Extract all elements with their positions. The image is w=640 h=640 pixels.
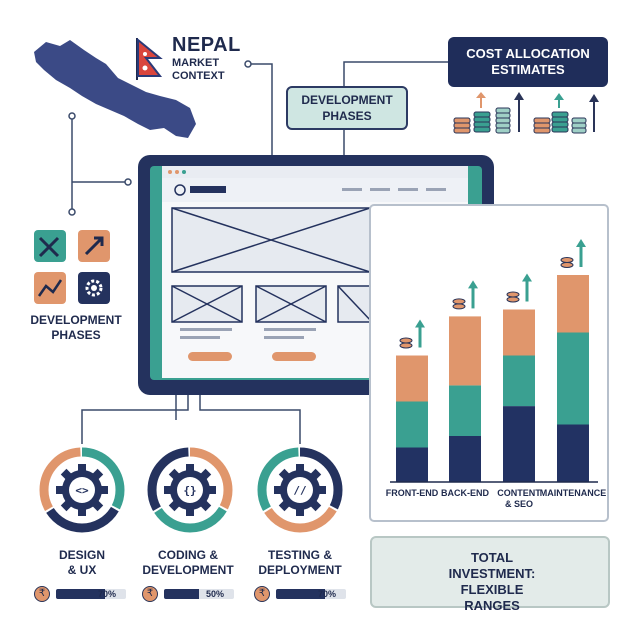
svg-text://: //	[293, 484, 307, 497]
phase-gear-icon: {}	[147, 447, 233, 533]
progress-bar	[56, 589, 126, 599]
growth-arrow-icon	[399, 319, 425, 349]
category-tick-label: CONTENT	[497, 488, 541, 498]
total-line1: TOTAL	[470, 550, 514, 565]
total-line3: FLEXIBLE RANGES	[460, 582, 524, 613]
development-phases-badge: DEVELOPMENT PHASES	[286, 86, 408, 130]
progress-bar	[276, 589, 346, 599]
phase-progress-row: ₹50%	[142, 586, 234, 602]
bar-segment	[396, 401, 428, 448]
rupee-coin-icon: ₹	[142, 586, 158, 602]
phase-progress-row: ₹70%	[34, 586, 126, 602]
phase-progress-row: ₹70%	[254, 586, 346, 602]
bar-segment	[557, 275, 589, 333]
category-tick-label: BACK-END	[441, 488, 489, 498]
rupee-coin-icon: ₹	[254, 586, 270, 602]
chart-panel	[369, 204, 609, 522]
progress-value: 70%	[98, 589, 117, 599]
total-investment-text: TOTAL INVESTMENT: FLEXIBLE RANGES	[438, 550, 546, 614]
phase-label-line1: TESTING &	[267, 548, 332, 562]
category-tick-label: & SEO	[505, 499, 533, 509]
phase-label-testing: TESTING & DEPLOYMENT	[240, 548, 360, 578]
page-subtitle: MARKET CONTEXT	[172, 57, 225, 82]
phase-label-line2: & UX	[67, 563, 97, 577]
growth-arrow-icon	[560, 239, 586, 268]
total-line2: INVESTMENT:	[448, 566, 536, 581]
nepal-map-icon	[34, 40, 196, 138]
bar-segment	[557, 424, 589, 482]
bar-segment	[449, 385, 481, 436]
bar-segment	[503, 309, 535, 356]
growth-arrow-icon	[506, 273, 532, 303]
phase-label-line1: CODING &	[158, 548, 218, 562]
cost-allocation-badge: COST ALLOCATION ESTIMATES	[448, 37, 608, 87]
bar-segment	[449, 436, 481, 482]
nepal-flag-icon	[136, 37, 163, 80]
progress-value: 50%	[206, 589, 225, 599]
progress-bar	[164, 589, 234, 599]
browser-mockup	[138, 155, 494, 395]
phase-label-line2: DEPLOYMENT	[258, 563, 342, 577]
bar-segment	[503, 406, 535, 482]
phase-gear-icon: <>	[39, 447, 125, 533]
page-title: NEPAL	[172, 34, 241, 56]
progress-fill	[164, 589, 199, 599]
progress-fill	[276, 589, 325, 599]
phase-gear-icon: //	[257, 447, 343, 533]
phase-label-line1: DESIGN	[58, 548, 105, 562]
svg-text:<>: <>	[75, 484, 89, 497]
category-tick-label: MAINTENANCE	[540, 488, 607, 498]
coin-stacks-icon	[453, 92, 599, 134]
bar-segment	[396, 355, 428, 402]
bar-segment	[396, 447, 428, 482]
bar-segment	[503, 355, 535, 407]
development-phases-label: DEVELOPMENT PHASES	[30, 313, 122, 342]
category-tick-label: FRONT-END	[386, 488, 439, 498]
svg-text:{}: {}	[183, 484, 196, 497]
phase-label-design: DESIGN & UX	[22, 548, 142, 578]
growth-arrow-icon	[452, 280, 478, 310]
bar-segment	[449, 316, 481, 386]
total-investment-box	[370, 536, 610, 608]
bar-segment	[557, 332, 589, 425]
phase-label-line2: DEVELOPMENT	[142, 563, 234, 577]
progress-value: 70%	[318, 589, 337, 599]
progress-fill	[56, 589, 105, 599]
rupee-coin-icon: ₹	[34, 586, 50, 602]
icon-grid	[34, 230, 110, 304]
phase-label-coding: CODING & DEVELOPMENT	[128, 548, 248, 578]
